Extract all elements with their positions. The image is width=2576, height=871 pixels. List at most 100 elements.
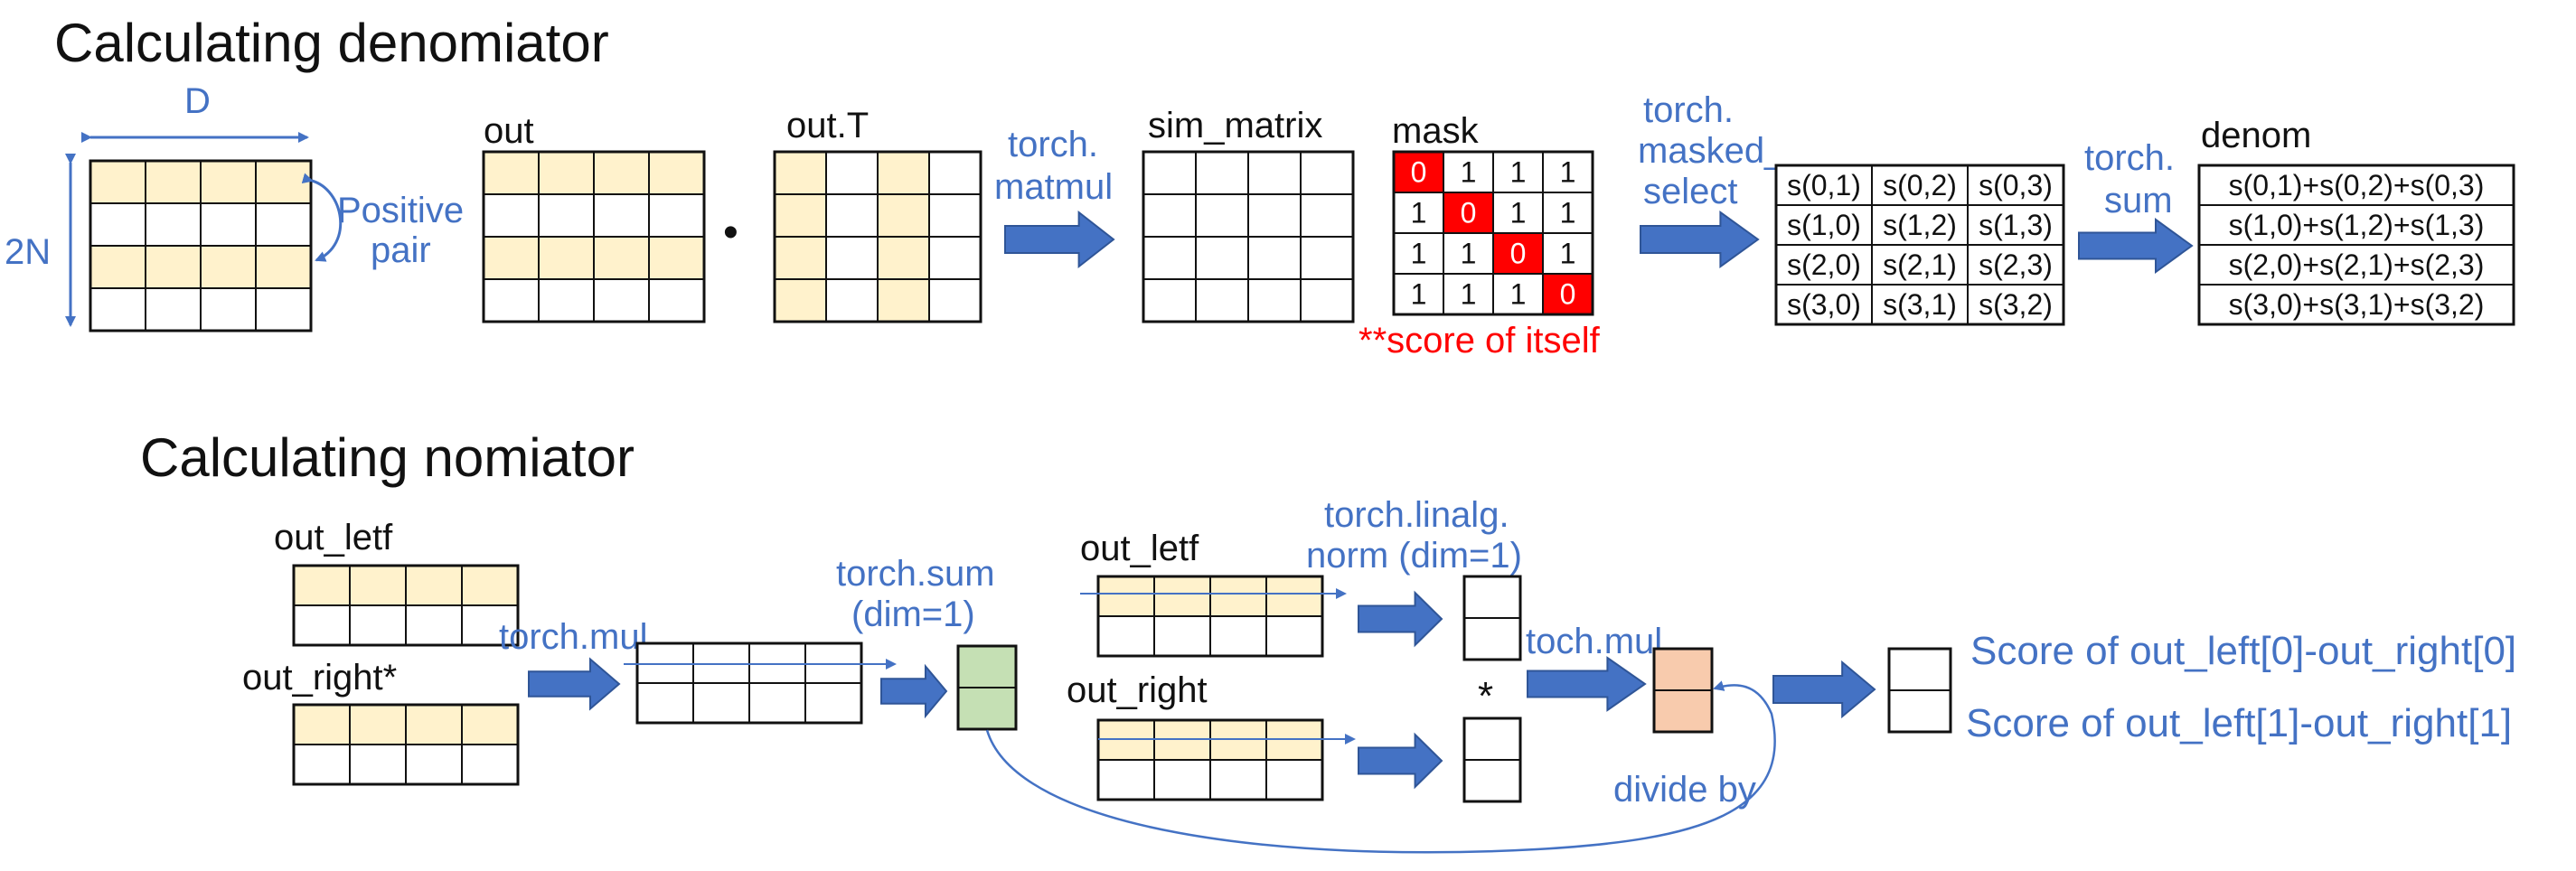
matrix-border <box>1774 164 2065 326</box>
cell-value: 1 <box>1510 278 1527 311</box>
matrix-cell <box>1492 232 1544 275</box>
matrix-cell <box>1653 689 1713 733</box>
matrix-cell <box>1871 164 1969 206</box>
positive-pair-label-1: Positive <box>337 191 464 230</box>
block-arrow-shape <box>1004 210 1115 269</box>
matrix-cell <box>538 193 595 238</box>
matrix-cell <box>825 193 879 238</box>
cell-value: s(2,3) <box>1979 248 2053 281</box>
masked-select-arrow <box>1640 211 1760 268</box>
matrix-cell <box>255 287 312 332</box>
matrix-cell <box>1775 164 1873 206</box>
matrix-cell <box>349 565 407 606</box>
block-arrow-shape <box>2078 218 2194 274</box>
2n-dimension-label: 2N <box>5 232 51 272</box>
matrix-cell <box>1142 278 1197 323</box>
out-right-matrix-2 <box>1096 718 1324 801</box>
mul-label-2: toch.mul <box>1526 622 1662 661</box>
matmul-arrow <box>1004 210 1115 269</box>
matrix-cell <box>461 704 519 745</box>
matrix-border <box>635 642 863 725</box>
mul-arrow-1 <box>528 657 621 711</box>
row-sum-vector <box>956 644 1018 731</box>
matrix-cell <box>1195 151 1249 195</box>
matrix-cell <box>928 278 982 323</box>
matrix-cell <box>593 151 650 195</box>
cell-value: s(1,0) <box>1787 209 1861 241</box>
out-right-label-1: out_right* <box>242 658 397 698</box>
matrix-cell <box>1871 284 1969 325</box>
matrix-cell <box>89 160 146 204</box>
matrix-cell <box>349 604 407 646</box>
matrix-cell <box>1265 576 1323 617</box>
denom-label: denom <box>2201 116 2311 155</box>
matrix-cell <box>1153 615 1211 657</box>
matrix-cell <box>825 151 879 195</box>
matrix-border <box>1392 150 1594 316</box>
matrix-cell <box>928 193 982 238</box>
divide-by-curve <box>985 680 1776 854</box>
score-vector <box>1887 647 1952 734</box>
matrix-cell <box>593 193 650 238</box>
matrix-cell <box>1967 244 2064 286</box>
matrix-cell <box>89 287 146 332</box>
masked-select-label-3: select <box>1643 172 1738 211</box>
out-left-label-1: out_letf <box>274 518 393 557</box>
norm-arrow-2 <box>1358 732 1443 790</box>
matrix-cell <box>1209 576 1267 617</box>
matrix-cell <box>1300 193 1354 238</box>
outT-label: out.T <box>786 106 869 145</box>
norm-product-vector <box>1652 647 1714 734</box>
matrix-cell <box>1142 151 1197 195</box>
block-arrow-shape <box>1772 660 1876 719</box>
matrix-border <box>1096 575 1324 658</box>
matrix-cell <box>1097 759 1155 801</box>
matrix-cell <box>1463 576 1521 619</box>
sum-dim-label-1: torch.sum <box>836 554 995 594</box>
matrix-cell <box>928 151 982 195</box>
cell-value: s(1,3) <box>1979 209 2053 241</box>
similarity-values-table: s(0,1)s(0,2)s(0,3)s(1,0)s(1,2)s(1,3)s(2,… <box>1774 164 2065 326</box>
denominator-title: Calculating denomiator <box>54 13 609 73</box>
matrix-cell <box>1300 278 1354 323</box>
cell-value: s(2,0) <box>1787 248 1861 281</box>
matrix-cell <box>1492 273 1544 315</box>
matrix-cell <box>200 245 257 289</box>
matrix-cell <box>748 682 806 724</box>
cell-value: 1 <box>1560 197 1576 229</box>
matrix-border <box>1652 647 1714 734</box>
cell-value: 1 <box>1560 238 1576 270</box>
block-arrow-shape <box>1640 211 1760 268</box>
sum-label-1: torch. <box>2084 138 2175 178</box>
matrix-cell <box>461 565 519 606</box>
cell-value: s(1,0)+s(1,2)+s(1,3) <box>2229 209 2485 241</box>
matrix-cell <box>255 160 312 204</box>
matrix-cell <box>483 278 540 323</box>
cell-value: 1 <box>1411 238 1427 270</box>
out-label: out <box>484 111 534 151</box>
matrix-cell <box>1247 151 1302 195</box>
d-dimension-label: D <box>184 81 211 121</box>
matrix-cell <box>200 287 257 332</box>
matrix-cell <box>1153 759 1211 801</box>
input-matrix <box>89 159 313 332</box>
matrix-cell <box>145 245 202 289</box>
matrix-cell <box>293 704 351 745</box>
mask-label: mask <box>1392 111 1480 151</box>
cell-value: s(3,0)+s(3,1)+s(3,2) <box>2229 288 2485 321</box>
matrix-cell <box>349 744 407 785</box>
matrix-cell <box>825 236 879 280</box>
denom-table: s(0,1)+s(0,2)+s(0,3)s(1,0)+s(1,2)+s(1,3)… <box>2197 164 2515 326</box>
matrix-cell <box>648 278 705 323</box>
cell-value: 1 <box>1411 278 1427 311</box>
matrix-cell <box>483 236 540 280</box>
matrix-cell <box>483 193 540 238</box>
matrix-cell <box>1443 151 1494 193</box>
matrix-cell <box>1443 273 1494 315</box>
block-arrow-shape <box>528 657 621 711</box>
matrix-cell <box>89 245 146 289</box>
matrix-cell <box>1265 759 1323 801</box>
matrix-border <box>773 150 982 323</box>
matrix-cell <box>200 160 257 204</box>
matrix-cell <box>1492 192 1544 234</box>
